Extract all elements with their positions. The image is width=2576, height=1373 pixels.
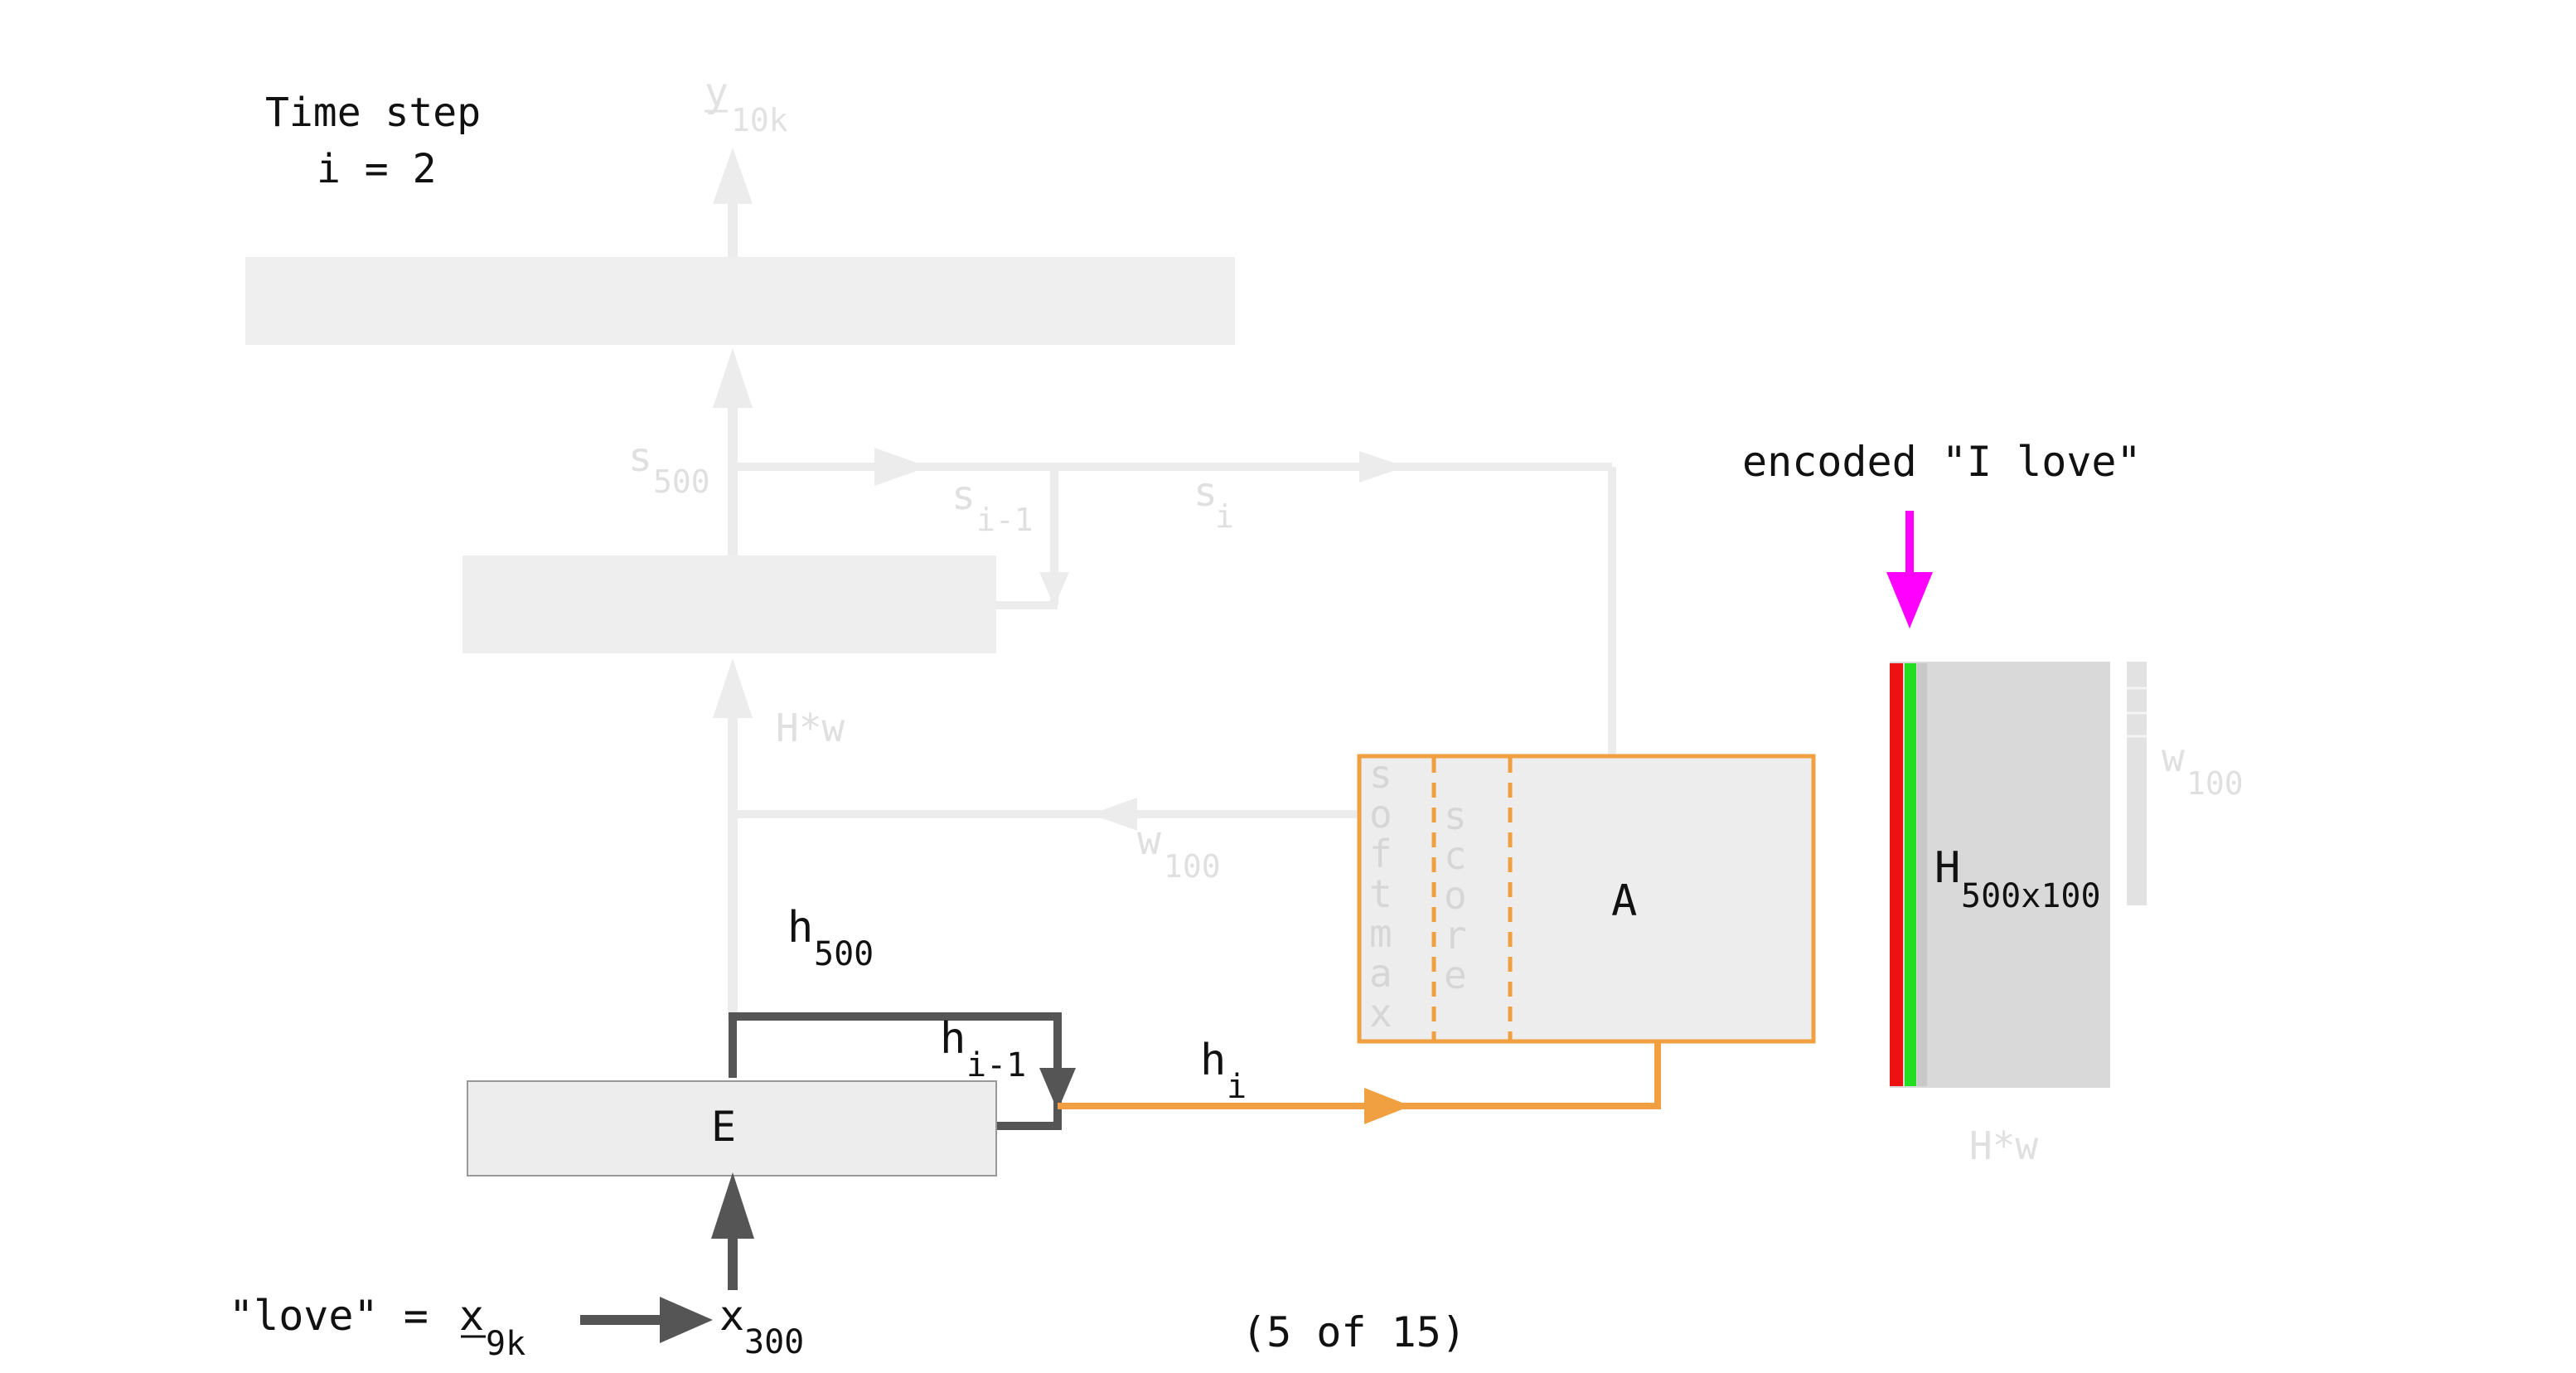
score-letter: e bbox=[1444, 953, 1467, 997]
w100-right-label: w bbox=[2162, 735, 2185, 780]
w100-vector bbox=[2127, 662, 2147, 905]
s-i-subscript: i bbox=[1215, 498, 1234, 535]
softmax-letter: s bbox=[1369, 752, 1392, 797]
h500-subscript: 500 bbox=[814, 935, 874, 973]
y-output-label: y bbox=[705, 70, 729, 116]
x300-label: x bbox=[719, 1292, 744, 1340]
time-step-value: i = 2 bbox=[317, 146, 437, 192]
attention-a-box bbox=[1357, 754, 1816, 1044]
score-letter: o bbox=[1444, 873, 1467, 918]
encoder: h 500 h i-1 E bbox=[467, 903, 1076, 1290]
attention-a-label: A bbox=[1611, 876, 1637, 926]
h500-label: h bbox=[787, 903, 813, 953]
input-section: "love" = x 9k x 300 bbox=[229, 1292, 804, 1363]
softmax-letter: x bbox=[1369, 991, 1392, 1036]
score-letter: r bbox=[1444, 913, 1467, 958]
decoder-box bbox=[462, 556, 996, 653]
h-i-minus-1-label: h bbox=[940, 1014, 966, 1064]
softmax-letter: f bbox=[1369, 832, 1392, 876]
h-matrix-subscript: 500x100 bbox=[1961, 877, 2101, 915]
encoder-e-label: E bbox=[711, 1103, 736, 1151]
s500-subscript: 500 bbox=[653, 463, 710, 500]
s-i-minus-1-subscript: i-1 bbox=[976, 502, 1034, 538]
time-step-label: Time step bbox=[265, 90, 481, 136]
x300-subscript: 300 bbox=[744, 1323, 804, 1361]
s-i-label: s bbox=[1194, 469, 1218, 516]
score-letter: s bbox=[1444, 793, 1467, 838]
softmax-letter: t bbox=[1369, 871, 1392, 916]
x9k-label: x bbox=[459, 1292, 484, 1340]
page-counter: (5 of 15) bbox=[1242, 1308, 1466, 1356]
w100-right-subscript: 100 bbox=[2186, 765, 2244, 802]
h-i-label: h bbox=[1200, 1036, 1226, 1085]
x9k-subscript: 9k bbox=[486, 1325, 525, 1363]
h-i-subscript: i bbox=[1227, 1068, 1247, 1106]
encoder-e-box bbox=[467, 1080, 997, 1177]
softmax-letter: a bbox=[1369, 951, 1392, 996]
love-equation-label: "love" = bbox=[229, 1292, 453, 1340]
hw-left-label: H*w bbox=[776, 706, 845, 750]
hw-right-label: H*w bbox=[1969, 1123, 2038, 1168]
w100-mid-label: w bbox=[1137, 817, 1161, 864]
s500-label: s bbox=[628, 434, 652, 481]
output-layer-box bbox=[245, 257, 1235, 345]
y-output-subscript: 10k bbox=[731, 102, 788, 138]
softmax-letter: o bbox=[1369, 792, 1392, 837]
softmax-letter: m bbox=[1369, 911, 1392, 956]
h-matrix-label: H bbox=[1934, 843, 1960, 893]
encoded-label: encoded "I love" bbox=[1742, 438, 2142, 486]
faded-decoder: y 10k s 500 s i-1 s i H*w bbox=[245, 70, 1616, 1020]
score-letter: c bbox=[1444, 833, 1467, 878]
encoded-matrix: encoded "I love" H 500x100 w 100 H*w bbox=[1742, 438, 2244, 1168]
h-matrix-column-red bbox=[1890, 663, 1903, 1086]
hidden-state-path: h i bbox=[1058, 1036, 1661, 1124]
w100-mid-subscript: 100 bbox=[1164, 848, 1221, 885]
h-i-minus-1-subscript: i-1 bbox=[966, 1046, 1026, 1084]
s-i-minus-1-label: s bbox=[951, 473, 976, 519]
h-matrix-column-green bbox=[1905, 663, 1916, 1086]
